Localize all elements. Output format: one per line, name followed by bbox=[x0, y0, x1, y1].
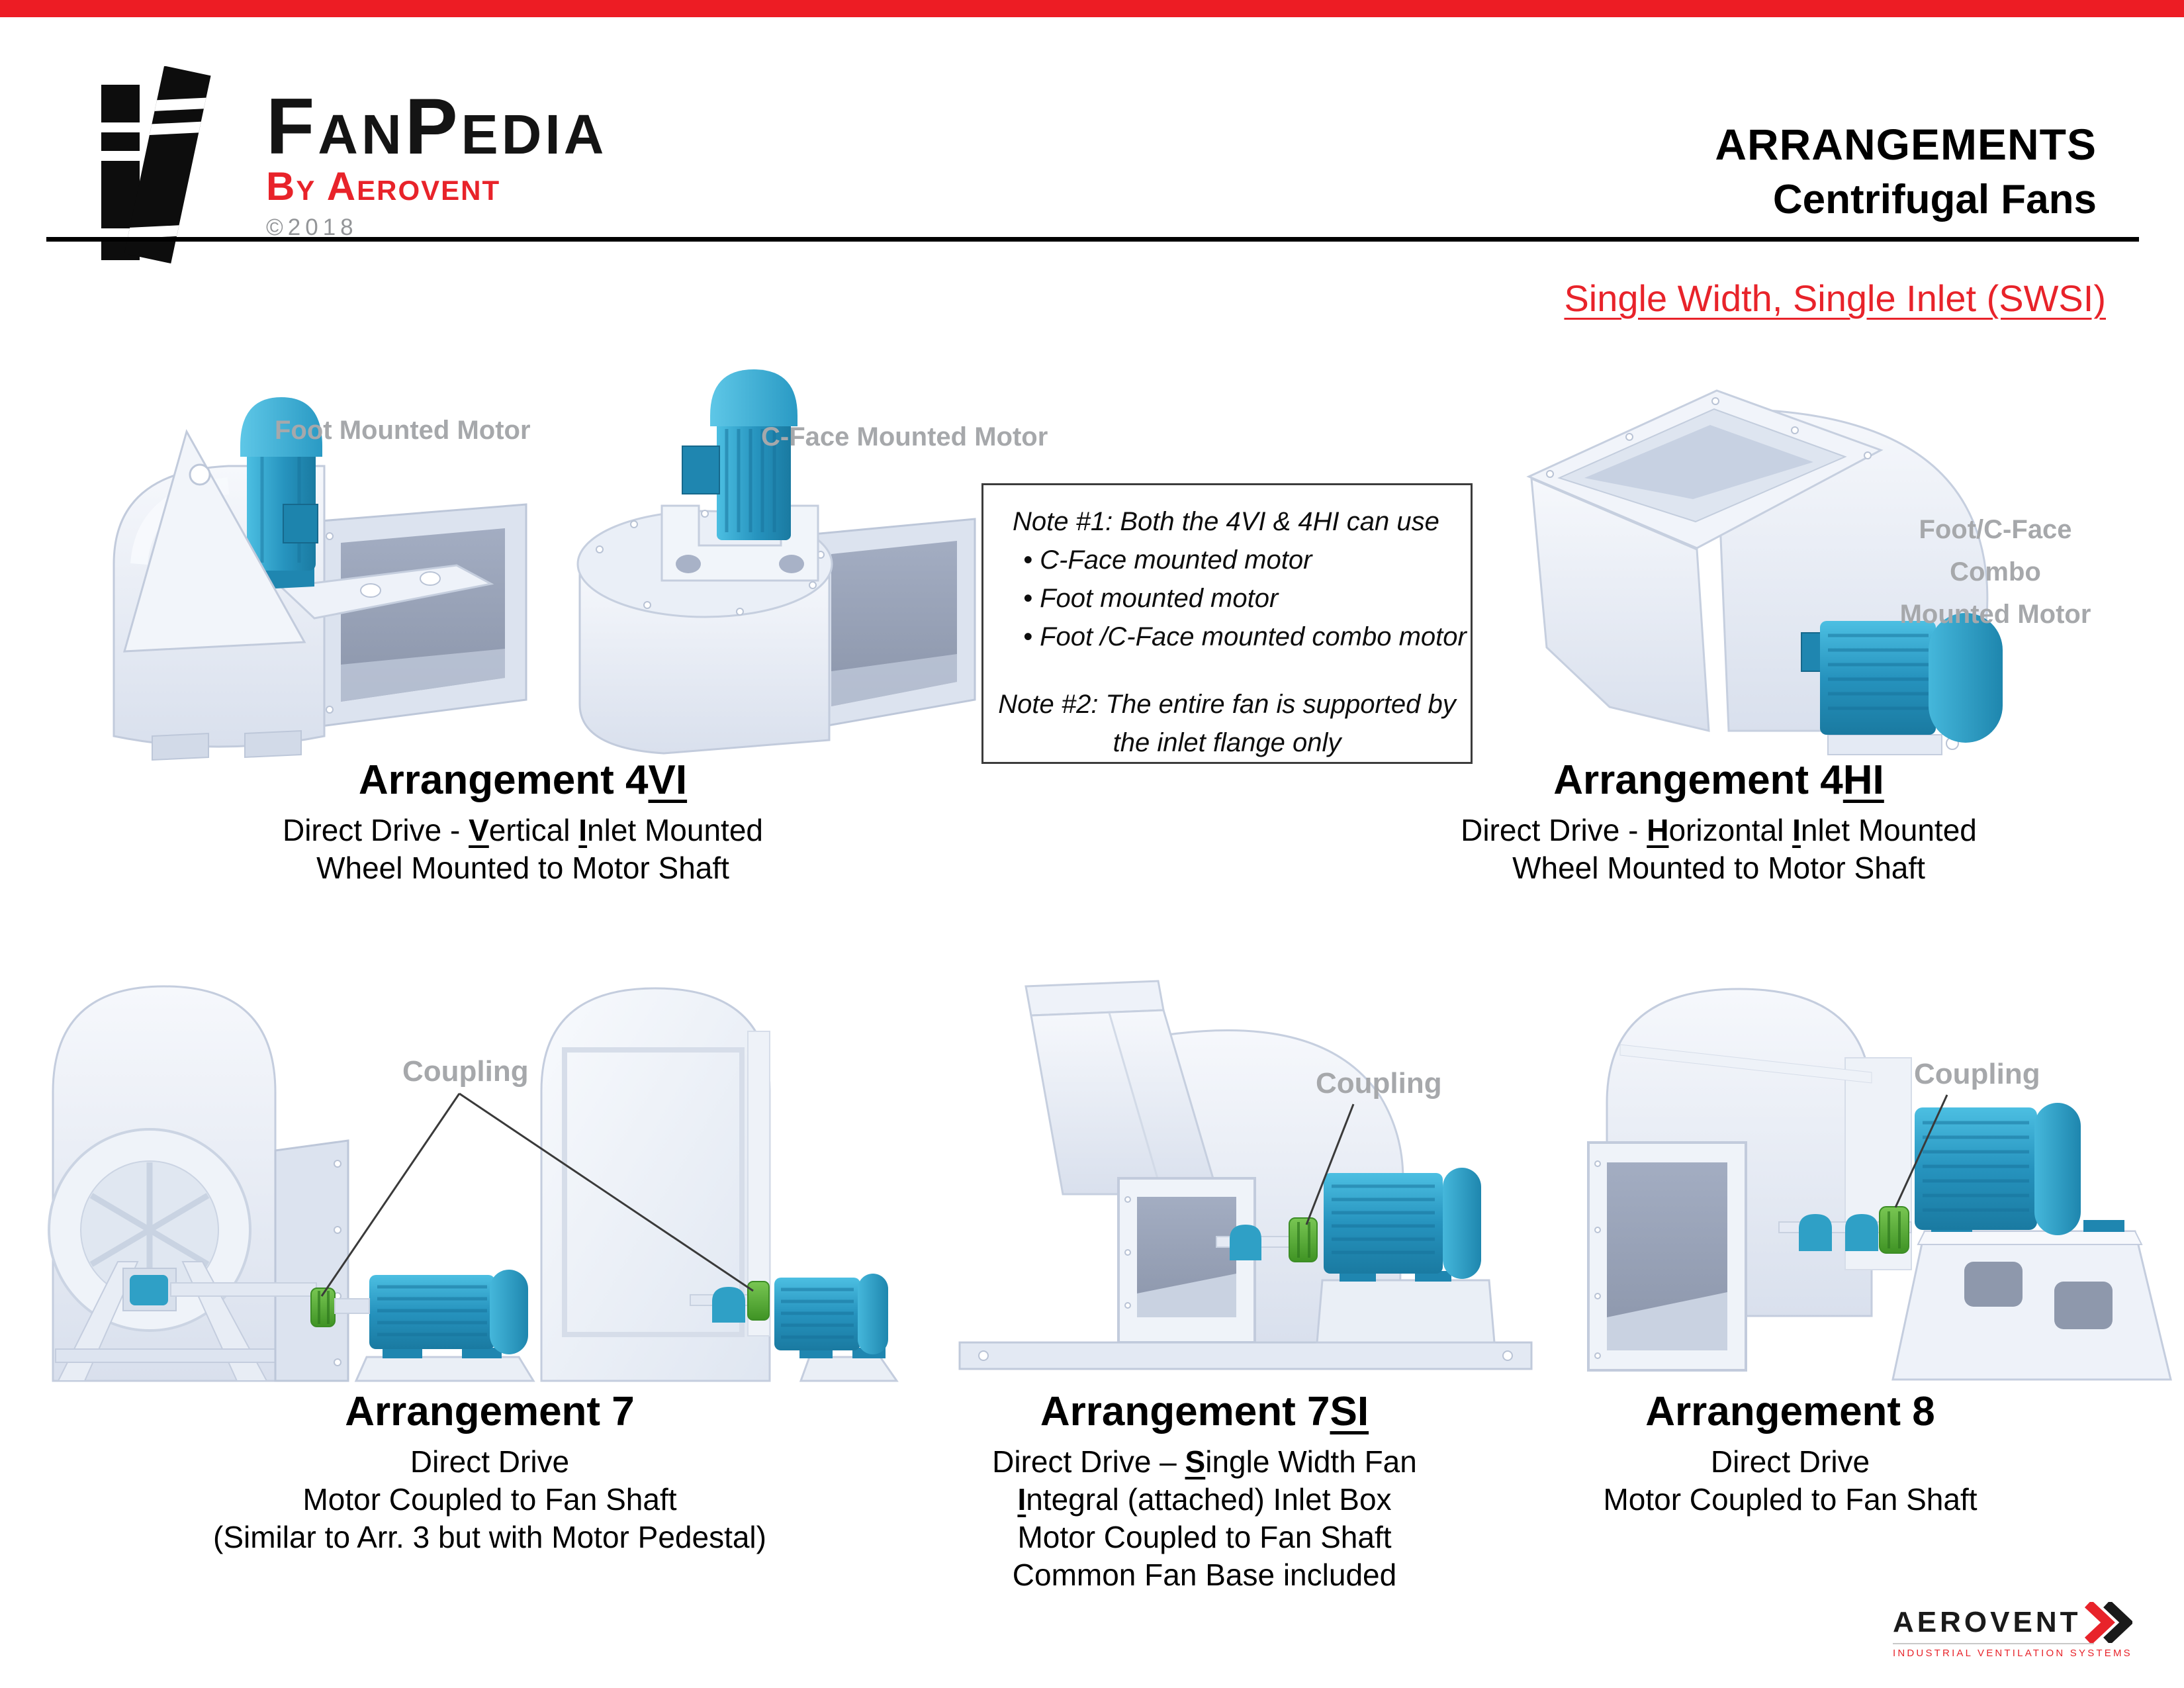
caption-line: Wheel Mounted to Motor Shaft bbox=[1512, 851, 1925, 885]
header-rule bbox=[46, 237, 2139, 242]
note-2-line2: the inlet flange only bbox=[1113, 728, 1342, 757]
caption-line: Motor Coupled to Fan Shaft bbox=[1603, 1482, 1978, 1517]
label-cface-mounted-motor: C-Face Mounted Motor bbox=[761, 422, 1048, 451]
fanpedia-logo: FanPedia By Aerovent ©2018 bbox=[266, 82, 608, 241]
note-bullet-3: Foot /C-Face mounted combo motor bbox=[1023, 618, 1471, 656]
fan-arr8-illustration bbox=[1587, 988, 2172, 1381]
footer-brand: AEROVENT bbox=[1893, 1606, 2081, 1638]
note-1: Note #1: Both the 4VI & 4HI can use bbox=[1013, 507, 1439, 536]
page-title: ARRANGEMENTS bbox=[1715, 120, 2097, 169]
arrangement-8-title: Arrangement 8 bbox=[1645, 1389, 1935, 1434]
caption-arrangement-7: Arrangement 7 Direct Drive Motor Coupled… bbox=[212, 1387, 768, 1556]
label-combo-mounted-motor: Foot/C-Face Combo Mounted Motor bbox=[1873, 508, 2118, 635]
note-box: Note #1: Both the 4VI & 4HI can use C-Fa… bbox=[981, 483, 1473, 764]
caption-line: Direct Drive - Vertical Inlet Mounted bbox=[282, 813, 764, 847]
brand-byline: By Aerovent bbox=[266, 164, 501, 209]
caption-line: (Similar to Arr. 3 but with Motor Pedest… bbox=[213, 1520, 766, 1554]
label-coupling-arr7: Coupling bbox=[402, 1055, 529, 1088]
label-foot-mounted-motor: Foot Mounted Motor bbox=[275, 416, 531, 445]
caption-arrangement-4hi: Arrangement 4HI Direct Drive - Horizonta… bbox=[1441, 756, 1997, 887]
brand-name: FanPedia bbox=[266, 82, 608, 171]
section-heading: Single Width, Single Inlet (SWSI) bbox=[1564, 277, 2106, 319]
caption-arrangement-4vi: Arrangement 4VI Direct Drive - Vertical … bbox=[245, 756, 801, 887]
fan-4vi-foot-illustration bbox=[113, 397, 527, 761]
caption-arrangement-7si: Arrangement 7SI Direct Drive – Single Wi… bbox=[927, 1387, 1482, 1594]
caption-line: Motor Coupled to Fan Shaft bbox=[1017, 1520, 1392, 1554]
brand-copyright: ©2018 bbox=[266, 214, 358, 240]
label-combo-line2: Mounted Motor bbox=[1899, 600, 2091, 629]
caption-line: Common Fan Base included bbox=[1012, 1558, 1397, 1592]
arrangement-4vi-title: Arrangement 4VI bbox=[358, 757, 688, 803]
caption-line: Motor Coupled to Fan Shaft bbox=[302, 1482, 677, 1517]
label-coupling-arr8: Coupling bbox=[1914, 1058, 2040, 1090]
note-bullet-2: Foot mounted motor bbox=[1023, 579, 1471, 618]
label-combo-line1: Foot/C-Face Combo bbox=[1919, 515, 2072, 586]
double-chevron-icon bbox=[2085, 1602, 2133, 1643]
note-bullet-1: C-Face mounted motor bbox=[1023, 541, 1471, 579]
caption-line: Integral (attached) Inlet Box bbox=[1017, 1482, 1392, 1517]
label-coupling-arr7si: Coupling bbox=[1316, 1067, 1442, 1100]
aerovent-footer-logo: AEROVENT INDUSTRIAL VENTILATION SYSTEMS bbox=[1893, 1602, 2151, 1659]
fan-4hi-illustration bbox=[1526, 389, 2003, 755]
fan-arr7-illustration bbox=[48, 985, 899, 1382]
top-accent-bar bbox=[0, 0, 2184, 17]
arrangement-7si-title: Arrangement 7SI bbox=[1040, 1389, 1369, 1434]
fan-4vi-cface-illustration bbox=[576, 369, 976, 755]
arrangement-7-title: Arrangement 7 bbox=[345, 1389, 635, 1434]
footer-divider bbox=[1893, 1643, 2094, 1644]
caption-arrangement-8: Arrangement 8 Direct Drive Motor Coupled… bbox=[1512, 1387, 2068, 1519]
arrangement-4hi-title: Arrangement 4HI bbox=[1553, 757, 1884, 803]
caption-line: Direct Drive - Horizontal Inlet Mounted bbox=[1461, 813, 1977, 847]
caption-line: Direct Drive – Single Width Fan bbox=[992, 1444, 1417, 1479]
footer-tagline: INDUSTRIAL VENTILATION SYSTEMS bbox=[1893, 1648, 2132, 1659]
fan-7si-illustration bbox=[958, 980, 1533, 1370]
books-icon bbox=[101, 66, 211, 264]
caption-line: Wheel Mounted to Motor Shaft bbox=[316, 851, 729, 885]
caption-line: Direct Drive bbox=[1710, 1444, 1870, 1479]
note-2-line1: Note #2: The entire fan is supported by bbox=[998, 690, 1456, 719]
caption-line: Direct Drive bbox=[410, 1444, 570, 1479]
page-subtitle: Centrifugal Fans bbox=[1772, 177, 2097, 222]
